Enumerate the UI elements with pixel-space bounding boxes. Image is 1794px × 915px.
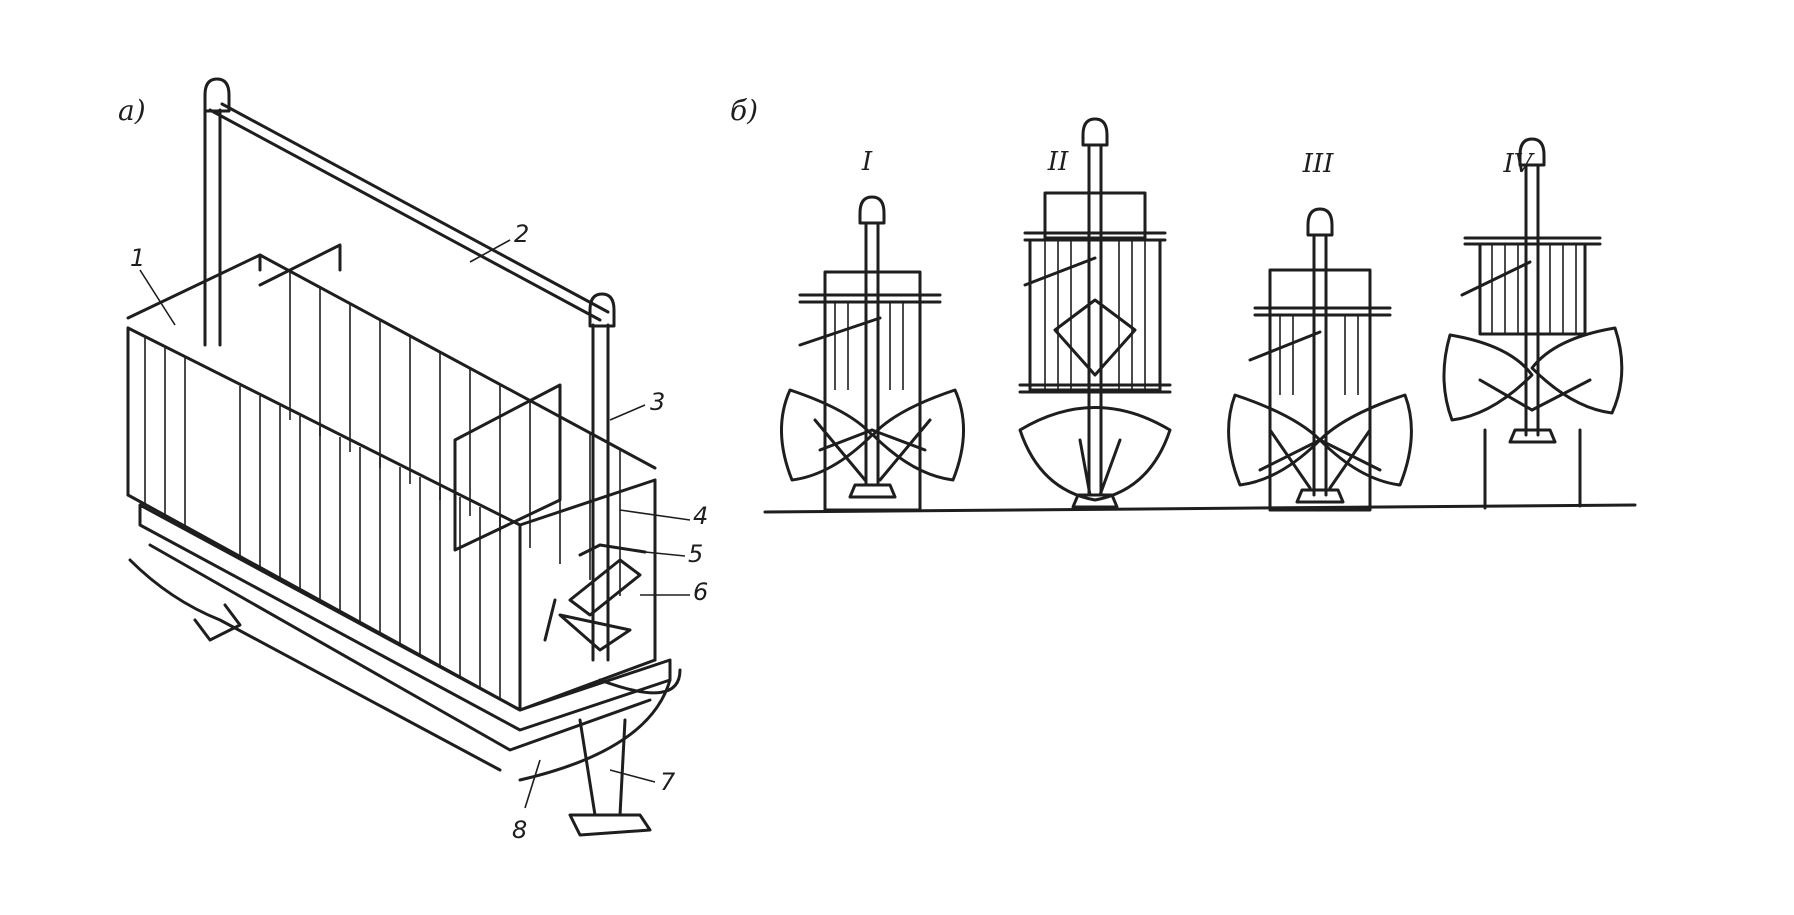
callout-4: 4 (693, 502, 708, 530)
stage-3: III (1227, 149, 1413, 512)
callout-leaders (139, 239, 691, 809)
callout-6: 6 (693, 578, 708, 606)
stage-1-label: I (861, 147, 873, 177)
callout-2: 2 (514, 220, 529, 248)
callout-1: 1 (130, 244, 145, 272)
panel-b-drawing: б) I II (730, 94, 1637, 514)
stage-1: I (780, 147, 965, 512)
stage-4: IV (1442, 137, 1624, 510)
stage-3-label: III (1302, 149, 1335, 179)
panel-a-drawing: а) (118, 77, 708, 844)
callout-5: 5 (688, 540, 703, 568)
panel-a-label: а) (118, 94, 146, 127)
lifting-bail (203, 77, 616, 662)
callout-3: 3 (650, 388, 665, 416)
stage-2: II (1018, 117, 1172, 509)
callout-7: 7 (660, 768, 676, 796)
support-legs (193, 603, 652, 837)
cage-bars (144, 272, 621, 699)
callout-8: 8 (512, 816, 527, 844)
base-trough (128, 503, 682, 782)
panel-b-label: б) (730, 94, 758, 127)
stage-2-label: II (1047, 147, 1069, 177)
latch-mechanism (543, 543, 647, 652)
